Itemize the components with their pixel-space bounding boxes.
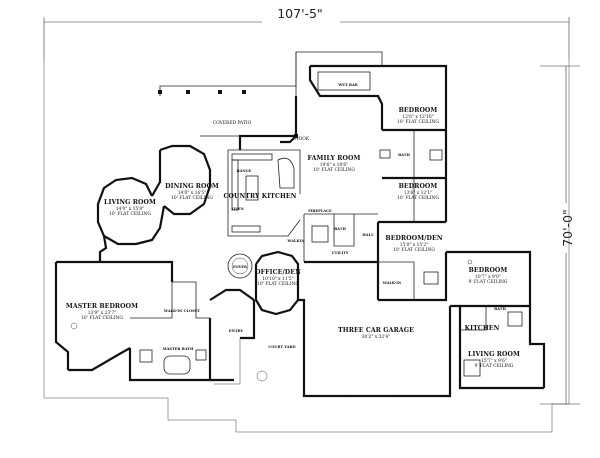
guest-bedroom-name: BEDROOM <box>469 267 508 274</box>
range-label: RANGE <box>237 169 252 173</box>
living-room-size: 14'0" x 15'8" <box>116 207 144 212</box>
covered-patio-name: COVERED PATIO <box>213 121 252 126</box>
bedroom-den-size: 15'0" x 15'2" <box>400 243 428 248</box>
guest-bedroom-size: 10'7" x 9'0" <box>475 275 501 280</box>
oven-label: OVEN <box>232 207 245 211</box>
guest-kitchen-name: KITCHEN <box>465 325 500 332</box>
depth-dimension-label: 70'-0" <box>560 209 575 247</box>
family-room-name: FAMILY ROOM <box>308 155 361 162</box>
bedroom-2-size: 13'6" x 12'1" <box>404 191 432 196</box>
bath-label-3: BATH <box>494 307 506 311</box>
guest-living-ceiling: 9' FLAT CEILING <box>475 364 514 369</box>
overall-depth-dimension: 70'-0" <box>540 65 580 405</box>
office-den-name: OFFICE/DEN <box>255 269 301 276</box>
walk-in-closet-label: WALK-IN CLOSET <box>163 309 201 313</box>
width-dimension-label: 107'-5" <box>277 6 323 21</box>
bedroom-1-name: BEDROOM <box>399 107 438 114</box>
hall-label: HALL <box>362 233 374 237</box>
country-kitchen-name: COUNTRY KITCHEN <box>223 193 296 200</box>
garage-size: 30'2" x 32'4" <box>362 335 390 340</box>
bath-label-1: BATH <box>398 153 410 157</box>
kitchen-fixtures <box>231 71 371 233</box>
entry-label: ENTRY <box>229 329 244 333</box>
bedroom-den-ceiling: 10' FLAT CEILING <box>393 248 435 253</box>
site-outline <box>43 60 570 433</box>
family-room-size: 19'6" x 18'6" <box>320 163 348 168</box>
bath-label-2: BATH <box>334 227 346 231</box>
bedroom-2-ceiling: 10' FLAT CEILING <box>397 196 439 201</box>
nook-label: NOOK <box>295 137 310 142</box>
overall-width-dimension: 107'-5" <box>43 6 570 60</box>
dining-room-ceiling: 10' FLAT CEILING <box>171 196 213 201</box>
living-room-ceiling: 10' FLAT CEILING <box>109 212 151 217</box>
bedroom-1-ceiling: 10' FLAT CEILING <box>397 120 439 125</box>
master-bath-label: MASTER BATH <box>163 347 194 351</box>
walk-in-label: WALK-IN <box>382 281 402 285</box>
master-bedroom-ceiling: 10' FLAT CEILING <box>81 316 123 321</box>
utility-label: UTILITY <box>332 251 349 255</box>
guest-bedroom-ceiling: 9' FLAT CEILING <box>469 280 508 285</box>
walkin-label: WALKIN <box>286 239 305 243</box>
dining-room-size: 14'0" x 16'5" <box>178 191 206 196</box>
bath-fixtures <box>139 149 523 377</box>
living-room-name: LIVING ROOM <box>104 199 156 206</box>
guest-living-size: 15'7" x 9'6" <box>481 359 507 364</box>
patio-columns <box>158 90 298 138</box>
family-room-ceiling: 10' FLAT CEILING <box>313 168 355 173</box>
office-den-size: 10'10" x 11'5" <box>262 277 293 282</box>
foyer-label: FOYER <box>233 265 247 269</box>
bedroom-1-size: 12'6" x 12'10" <box>402 115 433 120</box>
court-yard-label: COURT YARD <box>268 345 295 349</box>
master-bedroom-size: 13'9" x 23'7" <box>88 311 116 316</box>
bedroom-den-name: BEDROOM/DEN <box>385 235 442 242</box>
guest-living-name: LIVING ROOM <box>468 351 520 358</box>
garage-name: THREE CAR GARAGE <box>338 327 414 334</box>
room-labels: COVERED PATIO NOOK FAMILY ROOM 19'6" x 1… <box>66 83 520 369</box>
bedroom-2-name: BEDROOM <box>399 183 438 190</box>
office-den-ceiling: 10' FLAT CEILING <box>257 282 299 287</box>
master-bedroom-name: MASTER BEDROOM <box>66 303 138 310</box>
dining-room-name: DINING ROOM <box>165 183 219 190</box>
fireplace-label: FIREPLACE <box>308 209 332 213</box>
wet-bar-label: WET BAR <box>337 83 358 87</box>
exterior-walls <box>54 51 546 398</box>
